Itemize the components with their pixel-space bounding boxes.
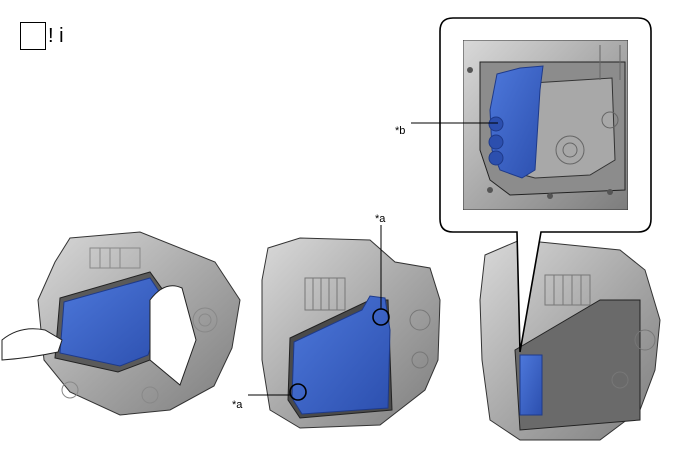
transmission-middle-illustration [248, 225, 441, 429]
caution-icon: ! i [48, 25, 64, 47]
transmission-right-illustration [479, 239, 661, 441]
valve-body-middle [291, 295, 391, 415]
hand-right-illustration [149, 285, 197, 386]
valve-body-right [519, 354, 543, 416]
caution-icon-box [20, 22, 46, 50]
transmission-left-illustration [1, 231, 241, 416]
callout-label-b: *b [395, 125, 405, 137]
callout-circle-a-left [289, 383, 307, 401]
hand-left-illustration [1, 328, 63, 361]
callout-label-a-top: *a [375, 213, 386, 225]
valve-body-left [59, 277, 167, 367]
detail-inset [411, 17, 652, 353]
valve-body-detail [489, 65, 544, 179]
callout-label-a-left: *a [232, 399, 243, 411]
